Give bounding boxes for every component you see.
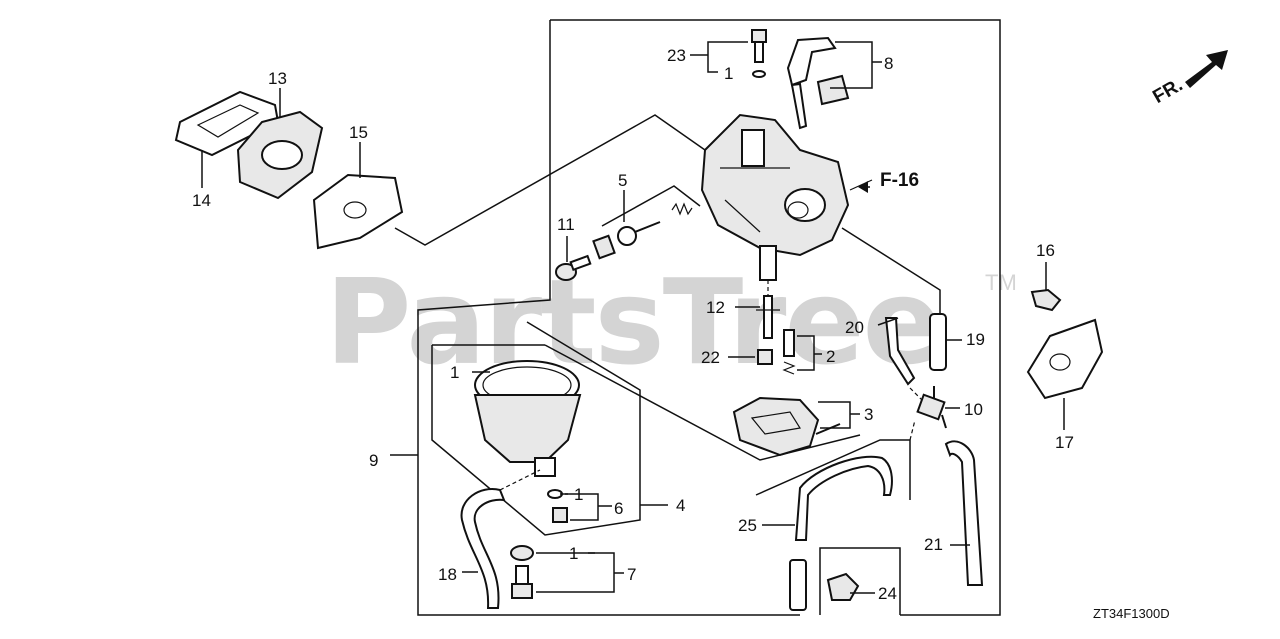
hose-18 [460, 488, 506, 609]
callout-19: 19 [966, 330, 985, 349]
callout-1-drain-washer: 1 [574, 485, 583, 504]
screw-23 [751, 29, 767, 78]
callout-23: 23 [667, 46, 686, 65]
jet-22 [757, 349, 773, 365]
clip-16 [1030, 288, 1062, 312]
screw-11 [555, 254, 592, 281]
callout-10: 10 [964, 400, 983, 419]
diagram-code: ZT34F1300D [1093, 606, 1170, 621]
choke-lever-8 [786, 36, 850, 130]
pilot-screw-5 [592, 202, 693, 260]
reference-label: F-16 [880, 170, 919, 191]
float-3 [732, 396, 841, 457]
callout-2: 2 [826, 347, 835, 366]
callout-7: 7 [627, 565, 636, 584]
clip-24 [826, 572, 860, 601]
callout-25: 25 [738, 516, 757, 535]
front-direction-label: FR. [1149, 74, 1186, 107]
watermark-text: PartsTree [325, 253, 941, 391]
callout-9: 9 [369, 451, 378, 470]
callout-8: 8 [884, 54, 893, 73]
callout-11: 11 [557, 215, 575, 234]
callout-16: 16 [1036, 241, 1055, 260]
callout-1-bowl-gasket: 1 [450, 363, 459, 382]
insulator-13 [236, 110, 324, 200]
callout-13: 13 [268, 69, 287, 88]
callout-14: 14 [192, 191, 211, 210]
callout-leaders [201, 61, 970, 574]
drain-screw-6 [547, 489, 568, 523]
carburetor-body [700, 113, 850, 281]
float-bowl [473, 360, 582, 477]
callout-6: 6 [614, 499, 623, 518]
callout-24: 24 [878, 584, 897, 603]
callout-1-bolt-washer: 1 [569, 544, 578, 563]
callout-1: 1 [724, 64, 733, 83]
hose-21 [944, 440, 984, 586]
front-direction-arrow: FR. [1149, 50, 1228, 108]
watermark-trademark: TM [985, 270, 1017, 295]
callout-5: 5 [618, 171, 627, 190]
drain-bolt-7 [510, 545, 534, 599]
gasket-17 [1026, 318, 1104, 400]
callout-4: 4 [676, 496, 685, 515]
callout-15: 15 [349, 123, 368, 142]
callout-20: 20 [845, 318, 864, 337]
hose-25 [789, 455, 893, 611]
callout-21: 21 [924, 535, 943, 554]
float-valve-2 [782, 329, 796, 375]
gasket-15 [312, 173, 404, 250]
callout-18: 18 [438, 565, 457, 584]
callout-numbers: 23 1 8 13 15 14 5 11 12 22 2 3 16 20 19 … [192, 46, 1074, 603]
reference-arrow-icon [858, 181, 868, 193]
callout-17: 17 [1055, 433, 1074, 452]
callout-22: 22 [701, 348, 720, 367]
fuel-cock-10 [916, 386, 947, 429]
callout-12: 12 [706, 298, 725, 317]
callout-3: 3 [864, 405, 873, 424]
tube-19 [929, 313, 947, 371]
assembly-frame [417, 19, 1001, 616]
